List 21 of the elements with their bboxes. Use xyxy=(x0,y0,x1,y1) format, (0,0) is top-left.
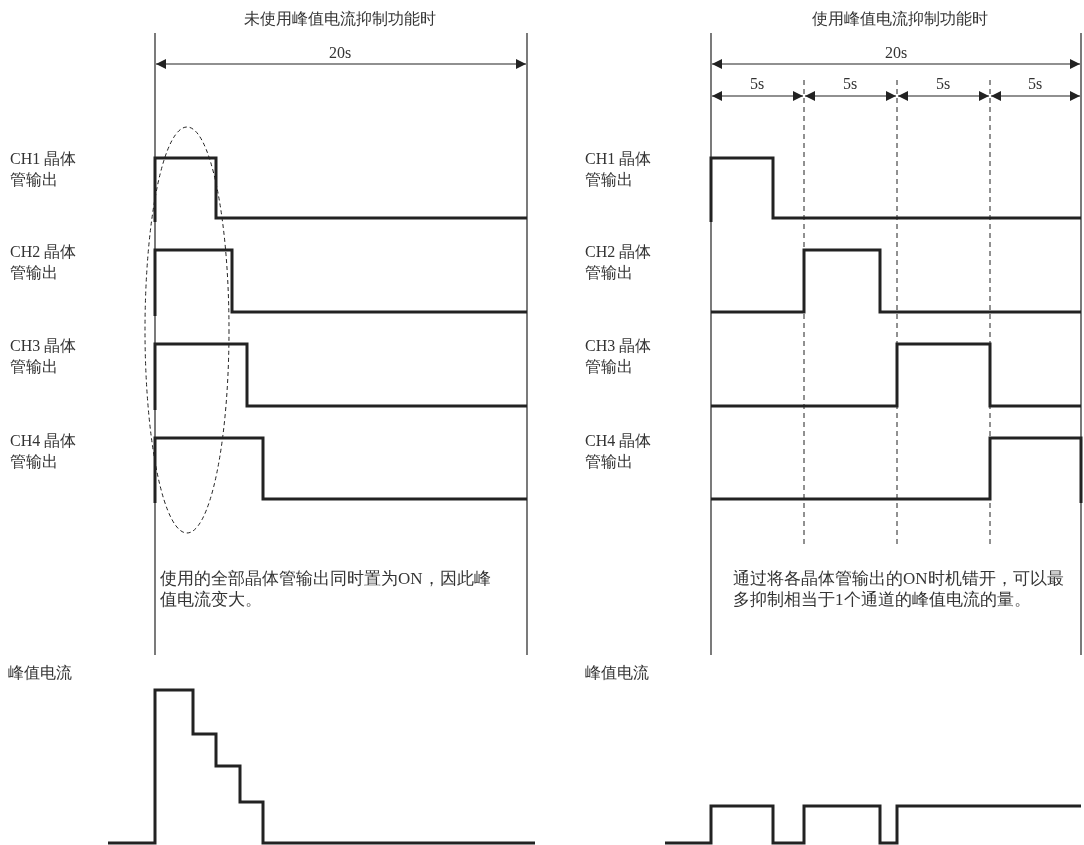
dimension-label: 5s xyxy=(1026,74,1044,94)
channel-label: CH2 晶体管输出 xyxy=(585,242,653,283)
panel-heading: 未使用峰值电流抑制功能时 xyxy=(243,9,437,29)
dimension-label: 20s xyxy=(327,43,353,63)
dimension-label: 5s xyxy=(934,74,952,94)
channel-label: CH1 晶体管输出 xyxy=(585,149,653,190)
panel-heading: 使用峰值电流抑制功能时 xyxy=(811,9,989,29)
channel-label: CH4 晶体管输出 xyxy=(585,431,653,472)
channel-label: CH1 晶体管输出 xyxy=(10,149,78,190)
channel-label: CH3 晶体管输出 xyxy=(585,336,653,377)
channel-label: CH2 晶体管输出 xyxy=(10,242,78,283)
note-text: 使用的全部晶体管输出同时置为ON，因此峰值电流变大。 xyxy=(160,568,492,610)
dimension-label: 5s xyxy=(841,74,859,94)
channel-label: CH3 晶体管输出 xyxy=(10,336,78,377)
channel-label: CH4 晶体管输出 xyxy=(10,431,78,472)
note-text: 通过将各晶体管输出的ON时机错开，可以最多抑制相当于1个通道的峰值电流的量。 xyxy=(733,568,1065,610)
row-label: 峰值电流 xyxy=(8,663,73,683)
dashed-ellipse xyxy=(144,126,230,534)
row-label: 峰值电流 xyxy=(585,663,650,683)
dimension-label: 20s xyxy=(883,43,909,63)
dimension-label: 5s xyxy=(748,74,766,94)
